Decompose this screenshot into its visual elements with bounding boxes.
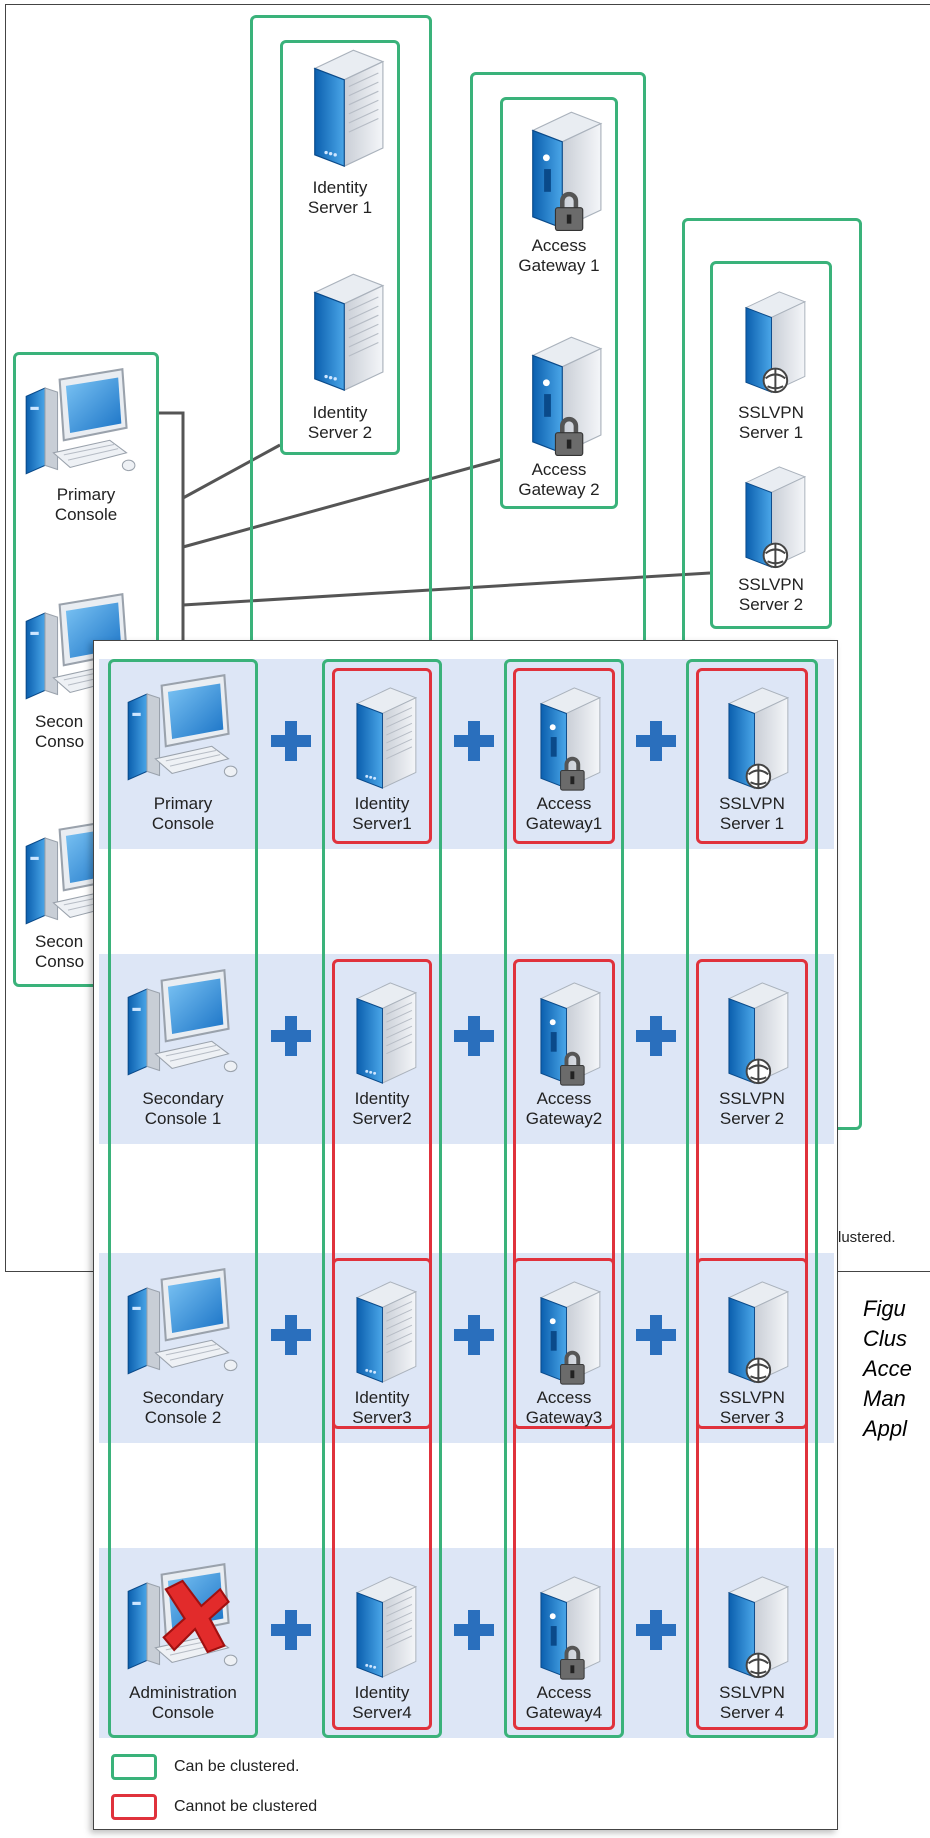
row4-sslvpn-server-icon <box>710 1575 795 1683</box>
front-gateway-column <box>504 659 624 1738</box>
front-console-column <box>108 659 258 1738</box>
primary-console-icon <box>22 365 137 480</box>
row4-plus-2 <box>454 1610 494 1650</box>
identity-nocluster-3 <box>332 1258 432 1730</box>
row1-identity-server-icon <box>338 686 423 794</box>
back-legend-partial: lustered. <box>838 1229 896 1246</box>
row2-plus-2 <box>454 1016 494 1056</box>
row2-plus-3 <box>636 1016 676 1056</box>
sslvpn-nocluster-3 <box>696 1258 808 1730</box>
row1-plus-1 <box>271 721 311 761</box>
front-sslvpn-column <box>686 659 818 1738</box>
row3-console-icon <box>124 1265 239 1380</box>
row3-identity-server-icon <box>338 1280 423 1388</box>
back-identity-server-1-icon <box>292 48 392 173</box>
row2-sslvpn-server-icon <box>710 981 795 1089</box>
front-identity-column <box>322 659 442 1738</box>
legend-red-swatch <box>111 1794 157 1820</box>
row1-console-icon <box>124 671 239 786</box>
back-sslvpn-server-2-icon <box>727 465 812 573</box>
row3-plus-2 <box>454 1315 494 1355</box>
gateway-nocluster-2 <box>513 959 615 1429</box>
back-access-gateway-1-icon <box>510 110 610 235</box>
row3-sslvpn-server-icon <box>710 1280 795 1388</box>
gateway-nocluster-1 <box>513 668 615 844</box>
row1-plus-3 <box>636 721 676 761</box>
identity-nocluster-2 <box>332 959 432 1429</box>
row3-plus-3 <box>636 1315 676 1355</box>
row4-access-gateway-icon <box>522 1575 607 1683</box>
row4-plus-1 <box>271 1610 311 1650</box>
row2-plus-1 <box>271 1016 311 1056</box>
sslvpn-nocluster-2 <box>696 959 808 1429</box>
identity-nocluster-1 <box>332 668 432 844</box>
row4-identity-server-icon <box>338 1575 423 1683</box>
row3-plus-1 <box>271 1315 311 1355</box>
row2-access-gateway-icon <box>522 981 607 1089</box>
legend-red-label: Cannot be clustered <box>174 1798 318 1815</box>
figure-caption-partial: Figu Clus Acce Man Appl <box>863 1296 912 1441</box>
back-sslvpn-server-1-icon <box>727 290 812 398</box>
row3-access-gateway-icon <box>522 1280 607 1388</box>
row4-administration-console-crossed-icon <box>124 1560 239 1675</box>
row1-plus-2 <box>454 721 494 761</box>
row4-plus-3 <box>636 1610 676 1650</box>
legend-green-label: Can be clustered. <box>174 1758 300 1775</box>
back-access-gateway-2-icon <box>510 335 610 460</box>
sslvpn-nocluster-1 <box>696 668 808 844</box>
row2-console-icon <box>124 966 239 1081</box>
gateway-nocluster-3 <box>513 1258 615 1730</box>
row2-identity-server-icon <box>338 981 423 1089</box>
row1-sslvpn-server-icon <box>710 686 795 794</box>
back-identity-server-2-icon <box>292 272 392 397</box>
legend-green-swatch <box>111 1754 157 1780</box>
row1-access-gateway-icon <box>522 686 607 794</box>
